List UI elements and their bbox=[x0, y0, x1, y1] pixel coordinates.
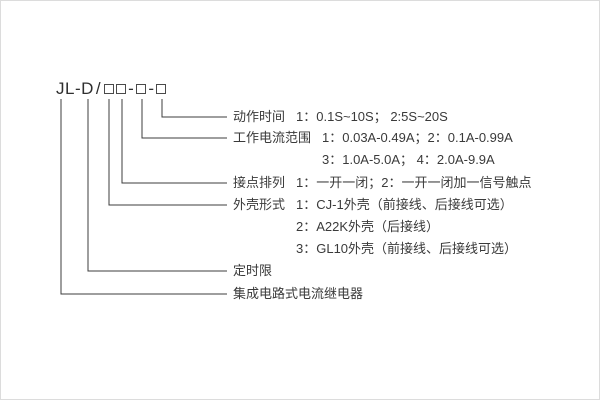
annotation-current-range: 工作电流范围 1：0.03A-0.49A；2：0.1A-0.99A bbox=[233, 129, 513, 147]
model-dash: - bbox=[128, 79, 135, 98]
annotation-term: 外壳形式 bbox=[233, 197, 286, 212]
annotation-shell-type: 外壳形式 1：CJ-1外壳（前接线、后接线可选） bbox=[233, 196, 513, 214]
annotation-term: 工作电流范围 bbox=[233, 130, 312, 145]
annotation-desc: 1：一开一闭；2：一开一闭加一信号触点 bbox=[296, 175, 532, 190]
annotation-desc: 1：0.03A-0.49A；2：0.1A-0.99A bbox=[322, 130, 513, 145]
connector-current-range bbox=[141, 99, 227, 139]
annotation-term: 集成电路式电流继电器 bbox=[233, 286, 364, 301]
annotation-desc: 3：1.0A-5.0A； 4：2.0A-9.9A bbox=[322, 152, 495, 167]
contact-arrangement-box bbox=[116, 84, 127, 94]
annotation-desc: 2：A22K外壳（后接线） bbox=[296, 219, 440, 234]
annotation-desc: 3：GL10外壳（前接线、后接线可选） bbox=[296, 241, 518, 256]
annotation-shell-type-cont-3: 3：GL10外壳（前接线、后接线可选） bbox=[233, 240, 517, 258]
annotation-desc: 1：0.1S~10S； 2:5S~20S bbox=[296, 109, 448, 124]
connector-relay-type bbox=[60, 99, 227, 295]
annotation-shell-type-cont-2: 2：A22K外壳（后接线） bbox=[233, 218, 439, 236]
annotation-term: 定时限 bbox=[233, 263, 273, 278]
annotation-term: 动作时间 bbox=[233, 109, 286, 124]
annotation-contact-arrangement: 接点排列 1：一开一闭；2：一开一闭加一信号触点 bbox=[233, 174, 531, 192]
annotation-relay-type: 集成电路式电流继电器 bbox=[233, 285, 374, 303]
annotation-term: 接点排列 bbox=[233, 175, 286, 190]
annotation-definite-time: 定时限 bbox=[233, 262, 283, 280]
connector-shell-type bbox=[108, 99, 227, 206]
connector-definite-time bbox=[87, 99, 227, 272]
connector-contact-arrangement bbox=[121, 99, 227, 184]
shell-type-box bbox=[104, 84, 115, 94]
annotation-desc: 1：CJ-1外壳（前接线、后接线可选） bbox=[296, 197, 513, 212]
current-range-box bbox=[136, 84, 147, 94]
model-slash: / bbox=[95, 79, 102, 98]
model-dash: - bbox=[148, 79, 155, 98]
annotation-action-time: 动作时间 1：0.1S~10S； 2:5S~20S bbox=[233, 108, 448, 126]
model-code: JL-D / - - bbox=[56, 79, 167, 99]
connector-action-time bbox=[161, 99, 227, 118]
action-time-box bbox=[156, 84, 167, 94]
model-series-label: JL-D bbox=[56, 79, 94, 98]
annotation-current-range-cont: 3：1.0A-5.0A； 4：2.0A-9.9A bbox=[233, 151, 495, 169]
